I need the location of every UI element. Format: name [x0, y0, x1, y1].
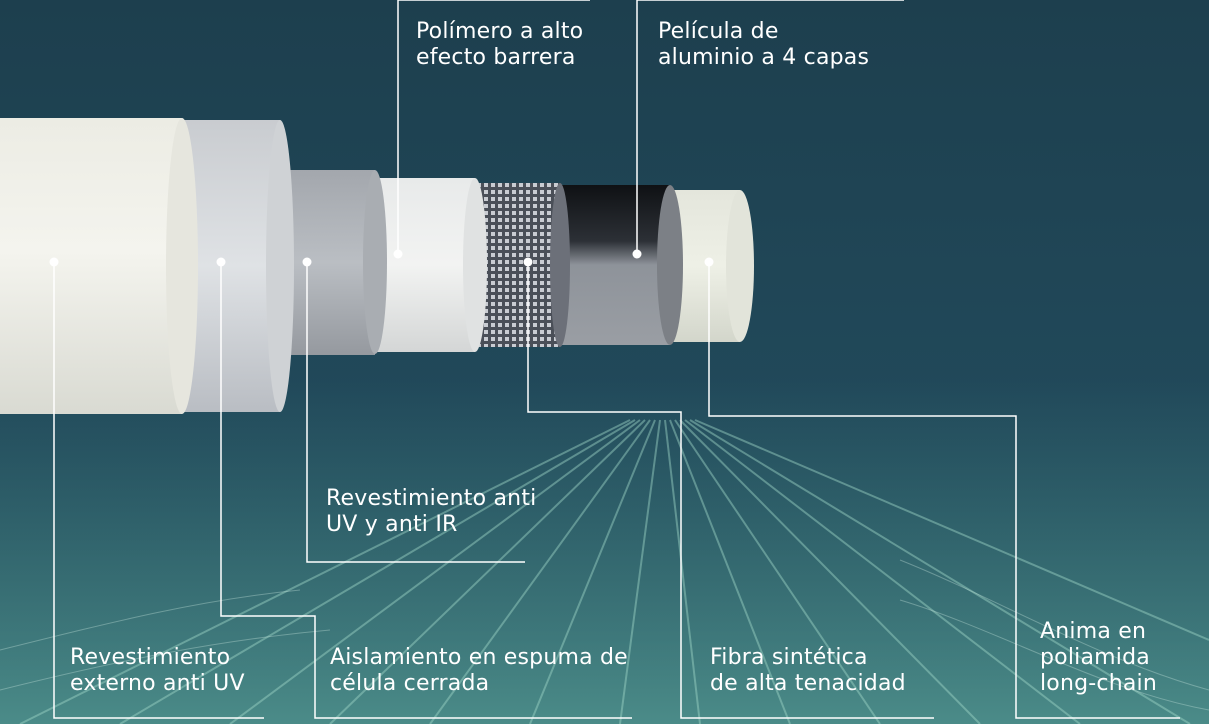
label-revestimiento-uv-ir: Revestimiento anti UV y anti IR: [326, 486, 536, 538]
label-line: de alta tenacidad: [710, 671, 906, 696]
label-line: UV y anti IR: [326, 512, 458, 537]
label-fibra-sintetica: Fibra sintética de alta tenacidad: [710, 645, 906, 697]
label-line: Polímero a alto: [416, 19, 584, 44]
label-line: célula cerrada: [330, 671, 490, 696]
label-aislamiento: Aislamiento en espuma de célula cerrada: [330, 645, 628, 697]
label-line: Anima en: [1040, 619, 1147, 644]
label-line: Revestimiento: [70, 645, 231, 670]
label-pelicula-aluminio: Película de aluminio a 4 capas: [658, 19, 869, 71]
label-line: aluminio a 4 capas: [658, 45, 870, 70]
label-polimero: Polímero a alto efecto barrera: [416, 19, 583, 71]
label-anima: Anima en poliamida long-chain: [1040, 619, 1157, 697]
label-line: Fibra sintética: [710, 645, 868, 670]
label-line: long-chain: [1040, 671, 1157, 696]
label-line: efecto barrera: [416, 45, 576, 70]
label-line: Aislamiento en espuma de: [330, 645, 628, 670]
label-line: Revestimiento anti: [326, 486, 537, 511]
label-revestimiento-externo: Revestimiento externo anti UV: [70, 645, 245, 697]
label-line: externo anti UV: [70, 671, 245, 696]
label-line: poliamida: [1040, 645, 1150, 670]
label-line: Película de: [658, 19, 779, 44]
